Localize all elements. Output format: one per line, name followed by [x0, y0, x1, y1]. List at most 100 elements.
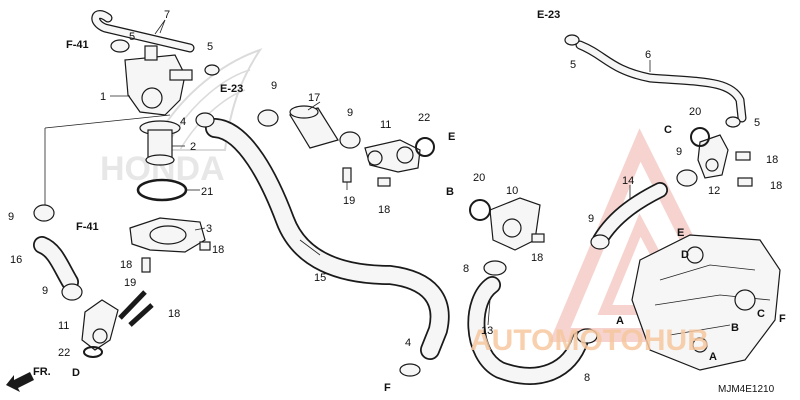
- ref-e-mid: E: [448, 131, 455, 143]
- part-number: 9: [271, 80, 277, 92]
- part-number: 5: [754, 117, 760, 129]
- part-number: 18: [212, 244, 224, 256]
- part-number: 3: [206, 223, 212, 235]
- engine-block: [631, 234, 781, 371]
- part-number: 8: [584, 372, 590, 384]
- part-number: 18: [120, 259, 132, 271]
- pipe-17: [289, 105, 339, 149]
- ref-c-right: C: [664, 124, 672, 136]
- bolt-19-upper: [342, 167, 352, 190]
- part-number: 5: [570, 59, 576, 71]
- clamp-8-lower: [576, 328, 598, 344]
- part-number: 14: [622, 175, 634, 187]
- part-number: 21: [201, 186, 213, 198]
- bolts-18-right: [735, 151, 753, 187]
- clamp-8-mid: [483, 260, 507, 276]
- honda-wing-watermark: [148, 48, 263, 151]
- clamp-9-left-b: [61, 283, 83, 301]
- o-ring-22-upper: [415, 137, 435, 157]
- part-number: 22: [58, 347, 70, 359]
- ref-d-left: D: [72, 367, 80, 379]
- ref-d-engine: D: [681, 249, 689, 261]
- part-number: 6: [645, 49, 651, 61]
- bolt-18-left: [141, 257, 151, 273]
- clamp-5-right-b: [725, 116, 741, 128]
- part-number: 4: [405, 337, 411, 349]
- part-number: 15: [314, 272, 326, 284]
- hose-15: [205, 118, 450, 360]
- clamp-9-mid: [590, 234, 610, 250]
- thermostat: [139, 120, 181, 166]
- hose-16: [33, 236, 79, 291]
- ref-a-engine: A: [709, 351, 717, 363]
- ref-a-hose: A: [616, 315, 624, 327]
- part-number: 18: [770, 180, 782, 192]
- part-number: 2: [190, 141, 196, 153]
- ref-f-engine: F: [779, 313, 786, 325]
- part-number: 19: [124, 277, 136, 289]
- part-number: 5: [129, 31, 135, 43]
- part-number: 18: [378, 204, 390, 216]
- part-number: 16: [10, 254, 22, 266]
- bolt-18-mid: [531, 233, 545, 243]
- clamp-5-right-a: [564, 34, 580, 46]
- ref-b-left: B: [446, 186, 454, 198]
- ref-c-engine: C: [757, 308, 765, 320]
- front-direction-arrow: FR.: [6, 366, 51, 392]
- part-number: 20: [473, 172, 485, 184]
- part-number: 11: [380, 119, 391, 131]
- leader-lines: [44, 19, 651, 326]
- clamp-4-left: [195, 112, 215, 128]
- o-ring-22-lower: [83, 346, 103, 358]
- part-number: 9: [8, 211, 14, 223]
- joint-11-upper: [364, 139, 421, 173]
- part-number: 8: [463, 263, 469, 275]
- part-number: 4: [180, 116, 186, 128]
- ref-e23-right: E-23: [537, 9, 560, 21]
- part-number: 9: [42, 285, 48, 297]
- hose-13: [467, 276, 589, 385]
- ref-f41-left: F-41: [76, 221, 99, 233]
- part-number: 9: [347, 107, 353, 119]
- clamps-9-upper: [257, 109, 361, 149]
- part-number: 13: [481, 325, 493, 337]
- joint-11-lower: [81, 299, 119, 351]
- direction-label: FR.: [33, 366, 51, 378]
- part-number: 10: [506, 185, 518, 197]
- part-number: 1: [100, 91, 106, 103]
- hose-14: [592, 182, 668, 248]
- bolt-18-upper: [377, 177, 391, 187]
- ref-b-engine: B: [731, 322, 739, 334]
- bolt-19-lower: [118, 290, 147, 320]
- part-number: 12: [708, 185, 720, 197]
- part-number: 17: [308, 92, 320, 104]
- ref-e-engine: E: [677, 227, 684, 239]
- joint-12: [697, 134, 729, 179]
- o-ring-20-right: [690, 127, 710, 147]
- part-number: 22: [418, 112, 430, 124]
- thermostat-cover: [129, 217, 206, 253]
- part-number: 9: [676, 146, 682, 158]
- joint-10: [489, 197, 541, 251]
- part-number: 18: [168, 308, 180, 320]
- part-number: 7: [164, 9, 170, 21]
- part-number: 18: [531, 252, 543, 264]
- clamp-5-top: [110, 39, 220, 76]
- part-number: 5: [207, 41, 213, 53]
- part-number: 11: [58, 320, 69, 332]
- ref-e23-top: E-23: [220, 83, 243, 95]
- hose-7: [91, 10, 195, 53]
- part-number: 20: [689, 106, 701, 118]
- thermostat-housing: [124, 45, 193, 116]
- automotohub-watermark: AUTOMOTOHUB: [470, 324, 709, 357]
- hose-6: [575, 40, 747, 123]
- clamp-9-left-a: [33, 204, 55, 222]
- bolt-18-lower: [128, 303, 154, 327]
- clamp-9-right: [676, 169, 698, 187]
- ref-f-bottom: F: [384, 382, 391, 394]
- part-number: 18: [766, 154, 778, 166]
- ref-f41-top: F-41: [66, 39, 89, 51]
- diagram-code: MJM4E1210: [718, 384, 775, 395]
- clamp-4-bottom: [399, 363, 421, 377]
